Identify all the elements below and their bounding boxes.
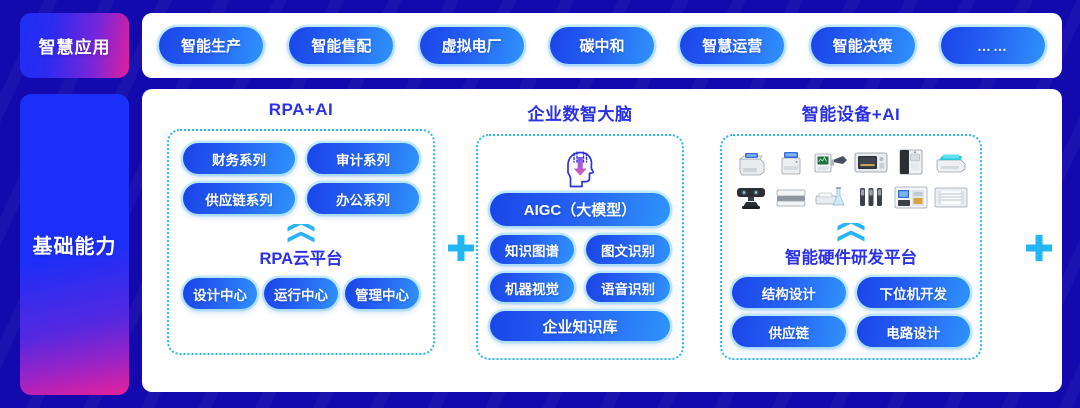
- column-smart-devices-ai: 智能设备+AI: [700, 89, 1002, 392]
- device-pill-circuit-design[interactable]: 电路设计: [856, 316, 970, 347]
- brain-pill-enterprise-knowledge-base[interactable]: 企业知识库: [490, 311, 670, 341]
- brain-head-download-icon: [558, 147, 602, 191]
- plus-icon: [448, 235, 474, 261]
- rpa-pill-supply-chain-series[interactable]: 供应链系列: [183, 183, 295, 214]
- rpa-pill-runtime-center[interactable]: 运行中心: [264, 278, 338, 309]
- column-rpa-ai: RPA+AI 财务系列 审计系列 供应链系列 办公系列 RPA云平台 设计中心 …: [142, 89, 474, 392]
- document-scanner-icon: [772, 180, 811, 213]
- column-title-smart-devices: 智能设备+AI: [801, 105, 901, 124]
- sensor-probes-icon: [851, 180, 890, 213]
- industrial-oven-icon: [851, 145, 890, 178]
- flatbed-scanner-icon: [931, 145, 970, 178]
- left-label-column: 智慧应用 基础能力: [20, 13, 129, 395]
- app-pill-more[interactable]: ……: [940, 27, 1045, 64]
- app-pill-carbon-neutral[interactable]: 碳中和: [549, 27, 654, 64]
- control-console-icon: [891, 180, 930, 213]
- app-pill-smart-sales-distribution[interactable]: 智能售配: [289, 27, 394, 64]
- application-pill-bar: 智能生产 智能售配 虚拟电厂 碳中和 智慧运营 智能决策 ……: [142, 13, 1062, 78]
- device-pill-lower-machine-development[interactable]: 下位机开发: [856, 277, 970, 308]
- column-title-digital-brain: 企业数智大脑: [527, 105, 633, 124]
- brain-pill-aigc-large-model[interactable]: AIGC（大模型）: [490, 193, 670, 226]
- rpa-dotted-panel: 财务系列 审计系列 供应链系列 办公系列 RPA云平台 设计中心 运行中心 管理…: [167, 129, 435, 355]
- brain-pill-machine-vision[interactable]: 机器视觉: [490, 273, 574, 302]
- plus-icon: [1026, 235, 1052, 261]
- app-pill-smart-production[interactable]: 智能生产: [159, 27, 263, 64]
- rpa-cloud-platform-title: RPA云平台: [259, 250, 343, 268]
- device-pill-structural-design[interactable]: 结构设计: [732, 277, 846, 308]
- smart-hardware-platform-title: 智能硬件研发平台: [785, 249, 917, 267]
- brain-pill-speech-recognition[interactable]: 语音识别: [586, 273, 670, 302]
- brain-dotted-panel: AIGC（大模型） 知识图谱 图文识别 机器视觉 语音识别 企业知识库: [476, 134, 684, 360]
- app-pill-virtual-power-plant[interactable]: 虚拟电厂: [419, 27, 524, 64]
- server-rack-icon: [931, 180, 970, 213]
- app-pill-smart-operations[interactable]: 智慧运营: [680, 27, 785, 64]
- left-label-smart-application: 智慧应用: [20, 13, 129, 78]
- workstation-monitor-icon: [812, 145, 851, 178]
- device-pill-supply-chain[interactable]: 供应链: [732, 316, 846, 347]
- double-chevron-up-icon: [286, 224, 316, 243]
- rpa-pill-design-center[interactable]: 设计中心: [183, 278, 257, 309]
- rpa-pill-audit-series[interactable]: 审计系列: [307, 143, 419, 174]
- foundation-capability-card: RPA+AI 财务系列 审计系列 供应链系列 办公系列 RPA云平台 设计中心 …: [142, 89, 1062, 392]
- lab-instrument-icon: [812, 180, 851, 213]
- double-chevron-up-icon: [836, 223, 866, 242]
- device-image-grid: [732, 145, 970, 213]
- app-pill-smart-decision[interactable]: 智能决策: [810, 27, 915, 64]
- devices-dotted-panel: 智能硬件研发平台 结构设计 下位机开发 供应链 电路设计: [720, 134, 982, 360]
- brain-pill-knowledge-graph[interactable]: 知识图谱: [490, 235, 574, 264]
- rpa-series-pill-grid: 财务系列 审计系列 供应链系列 办公系列: [183, 143, 419, 214]
- multifunction-printer-icon: [732, 145, 771, 178]
- column-enterprise-digital-brain: 企业数智大脑: [460, 89, 1052, 392]
- brain-pill-image-text-recognition[interactable]: 图文识别: [586, 235, 670, 264]
- rpa-pill-management-center[interactable]: 管理中心: [345, 278, 419, 309]
- cabinet-machine-icon: [891, 145, 930, 178]
- rpa-pill-office-series[interactable]: 办公系列: [307, 183, 419, 214]
- rpa-platform-pill-row: 设计中心 运行中心 管理中心: [183, 278, 419, 309]
- laser-printer-icon: [772, 145, 811, 178]
- rpa-pill-finance-series[interactable]: 财务系列: [183, 143, 295, 174]
- conference-camera-icon: [732, 180, 771, 213]
- devices-platform-pill-grid: 结构设计 下位机开发 供应链 电路设计: [732, 277, 970, 347]
- column-title-rpa-ai: RPA+AI: [268, 100, 334, 119]
- left-label-foundation-capability: 基础能力: [20, 94, 129, 395]
- brain-capability-pill-grid: 知识图谱 图文识别 机器视觉 语音识别: [490, 235, 670, 302]
